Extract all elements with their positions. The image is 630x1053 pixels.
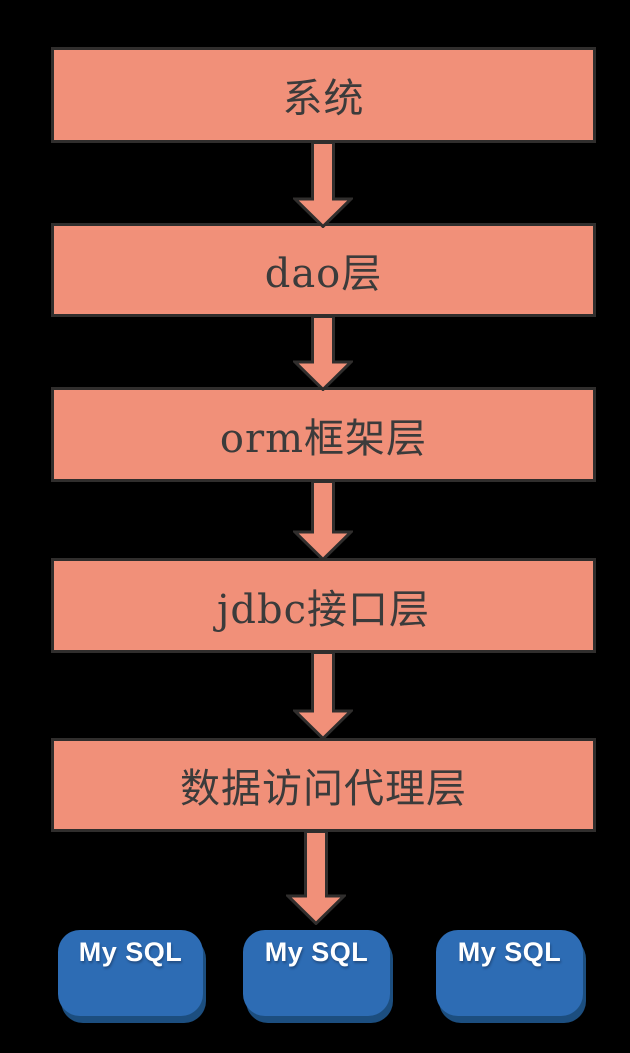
layer-box-orm: orm框架层 <box>51 387 596 482</box>
mysql-node-label: My SQL <box>264 937 369 967</box>
layer-label: dao层 <box>264 251 383 297</box>
layer-box-data-access-proxy: 数据访问代理层 <box>51 738 596 832</box>
mysql-node: My SQL <box>58 930 203 1016</box>
arrow-down-icon <box>293 651 353 740</box>
arrow-down-icon <box>286 830 346 925</box>
arrow-down-icon <box>293 141 353 228</box>
layer-label: 系统 <box>282 76 365 122</box>
layer-box-dao: dao层 <box>51 223 596 317</box>
mysql-node: My SQL <box>436 930 583 1016</box>
arrow-down-icon <box>293 480 353 561</box>
layer-box-jdbc: jdbc接口层 <box>51 558 596 653</box>
layer-label: jdbc接口层 <box>216 586 430 633</box>
mysql-node: My SQL <box>243 930 390 1016</box>
layer-label: 数据访问代理层 <box>180 766 467 812</box>
arrow-down-icon <box>293 315 353 391</box>
layer-label: orm框架层 <box>219 415 428 462</box>
mysql-node-label: My SQL <box>457 937 562 967</box>
mysql-node-label: My SQL <box>78 937 183 967</box>
layer-box-system: 系统 <box>51 47 596 143</box>
